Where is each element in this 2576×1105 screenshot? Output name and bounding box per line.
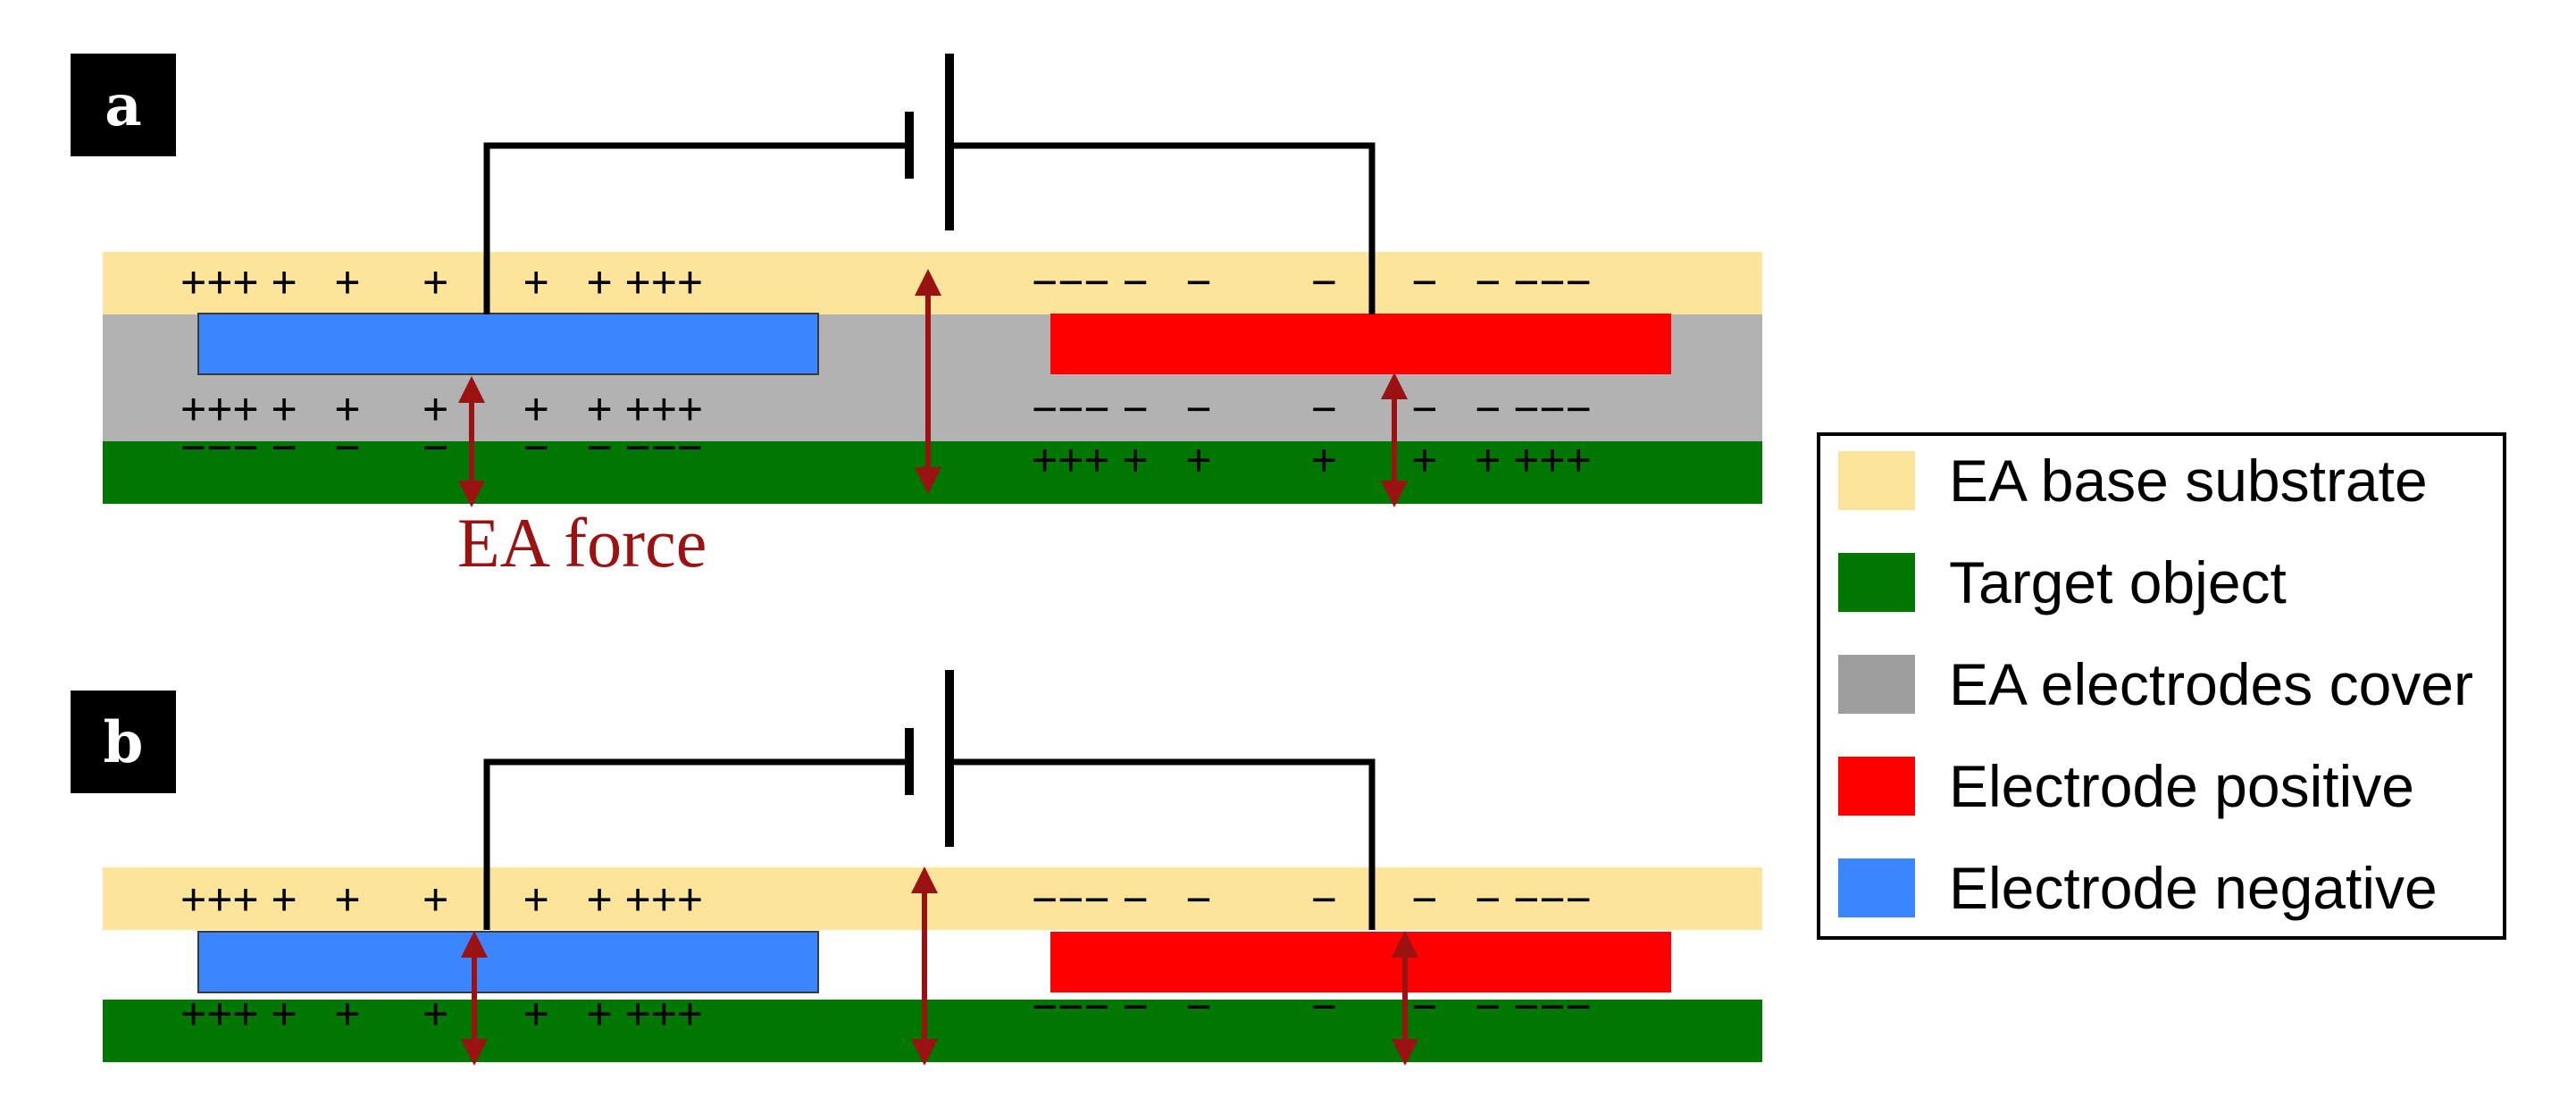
legend-item-substrate: EA base substrate bbox=[1838, 448, 2428, 514]
ea-force-label: EA force bbox=[457, 504, 707, 582]
legend-label: EA electrodes cover bbox=[1949, 651, 2473, 717]
legend-item-negative: Electrode negative bbox=[1838, 855, 2438, 921]
legend-swatch bbox=[1838, 451, 1915, 510]
panel-b-label-box bbox=[71, 691, 176, 793]
legend-item-target: Target object bbox=[1838, 549, 2287, 615]
wire-right-a bbox=[949, 142, 1376, 314]
charges-left-bottom-a: −−− − − − − − −−− bbox=[180, 423, 703, 473]
legend-box bbox=[1817, 432, 2506, 940]
panel-b: b +++ + + + + + +++ +++ + + + + + +++ −−… bbox=[71, 670, 1762, 1066]
wire-right-b bbox=[949, 758, 1376, 930]
legend-swatch bbox=[1838, 553, 1915, 612]
legend-swatch bbox=[1838, 858, 1915, 917]
legend-swatch bbox=[1838, 655, 1915, 714]
electrode-positive-a bbox=[1050, 314, 1671, 374]
legend-label: Electrode positive bbox=[1949, 753, 2414, 819]
legend: EA base substrate Target object EA elect… bbox=[1817, 432, 2506, 940]
wire-left-a bbox=[483, 142, 909, 314]
charges-right-bottom-b: −−− − − − − − −−− bbox=[1032, 982, 1592, 1032]
charges-left-top-b: +++ + + + + + +++ bbox=[180, 875, 703, 925]
panel-a-label-box bbox=[71, 54, 176, 156]
electrode-negative-a bbox=[197, 313, 819, 375]
panel-a-label: a bbox=[105, 72, 141, 139]
charges-right-mid-a: −−− − − − − − −−− bbox=[1032, 384, 1592, 434]
legend-item-cover: EA electrodes cover bbox=[1838, 651, 2473, 717]
legend-label: Target object bbox=[1949, 549, 2287, 615]
charges-right-bottom-a: +++ + + + + + +++ bbox=[1032, 435, 1592, 485]
panel-b-label: b bbox=[104, 709, 144, 776]
electrode-negative-b bbox=[197, 931, 819, 993]
charges-left-top-a: +++ + + + + + +++ bbox=[180, 257, 703, 307]
legend-item-positive: Electrode positive bbox=[1838, 753, 2414, 819]
charges-left-mid-a: +++ + + + + + +++ bbox=[180, 384, 703, 434]
legend-swatch bbox=[1838, 757, 1915, 816]
charges-left-bottom-b: +++ + + + + + +++ bbox=[180, 989, 703, 1039]
legend-label: EA base substrate bbox=[1949, 448, 2428, 514]
legend-label: Electrode negative bbox=[1949, 855, 2438, 921]
charges-right-top-b: −−− − − − − − −−− bbox=[1032, 875, 1592, 925]
panel-a: a +++ + + + + + +++ +++ + + + + + +++ −−… bbox=[71, 54, 1762, 582]
electrode-positive-b bbox=[1050, 932, 1671, 992]
wire-left-b bbox=[483, 758, 909, 930]
charges-right-top-a: −−− − − − − − −−− bbox=[1032, 257, 1592, 307]
